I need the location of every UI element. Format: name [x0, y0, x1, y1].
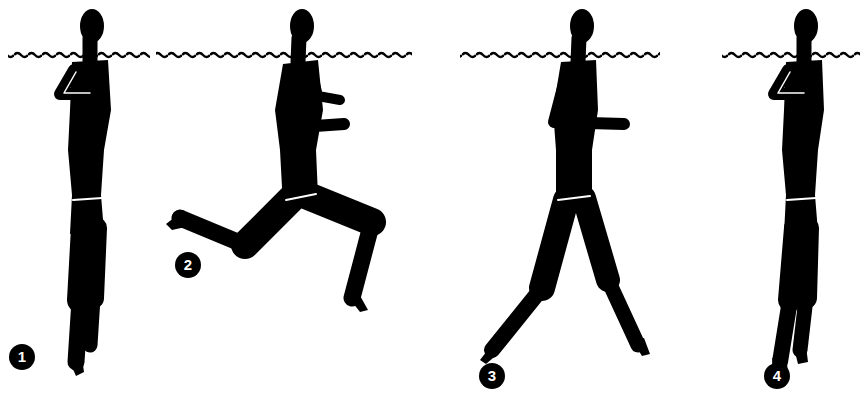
water-surface	[722, 50, 860, 60]
callout-disc	[764, 363, 790, 389]
callout-number: 4	[765, 364, 789, 388]
water-surface	[8, 50, 150, 60]
swimmer-figure	[60, 9, 111, 376]
callout-number: 3	[480, 364, 504, 388]
water-surface	[156, 50, 412, 60]
swimmer-figure	[166, 9, 372, 312]
callout-disc	[9, 344, 35, 370]
swimmer-figure	[772, 9, 824, 374]
callout-number: 2	[176, 253, 200, 277]
callout-disc	[479, 363, 505, 389]
swimmer-figure	[480, 9, 650, 364]
callout-disc	[175, 252, 201, 278]
water-surface	[460, 50, 660, 60]
callout-number: 1	[10, 345, 34, 369]
